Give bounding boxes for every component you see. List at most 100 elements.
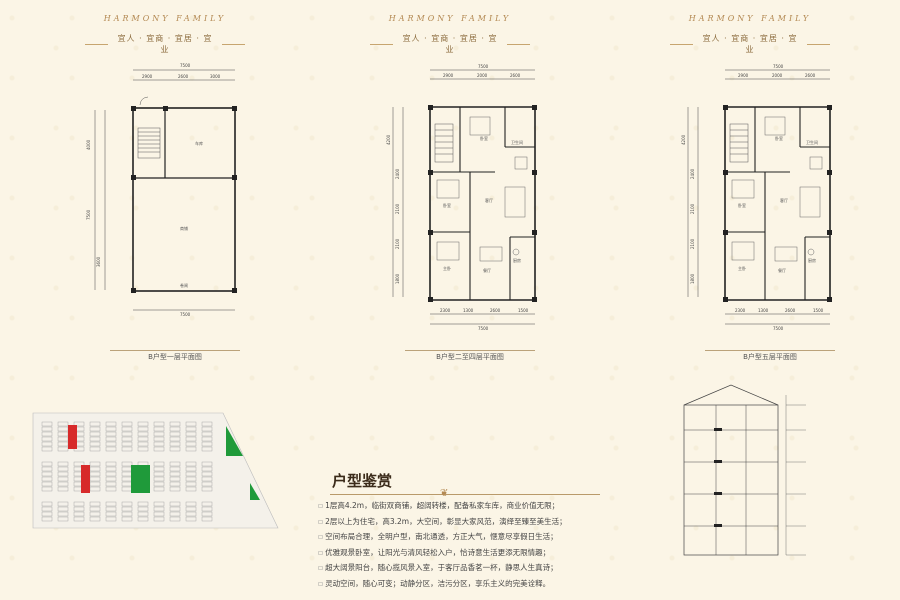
parking-slot bbox=[105, 481, 117, 487]
parking-slot bbox=[121, 421, 133, 427]
parking-slot bbox=[105, 511, 117, 517]
dim-bottom-total: 7500 bbox=[180, 312, 191, 317]
caption-fifth-floor: B户型五层平面图 bbox=[743, 353, 797, 361]
dim-bottom-seg: 1500 bbox=[813, 308, 824, 313]
feature-item: 2层以上为住宅，高3.2m，大空间，彰显大家风范，演绎至臻至美生活； bbox=[318, 514, 618, 530]
parking-slot bbox=[41, 461, 53, 467]
parking-slot bbox=[121, 446, 133, 452]
ornament-icon: ❦ bbox=[440, 488, 449, 499]
parking-slot bbox=[57, 421, 69, 427]
building-section bbox=[676, 380, 826, 565]
parking-slot bbox=[41, 486, 53, 492]
dim-left: 1800 bbox=[690, 273, 695, 284]
room-label: 餐厅 bbox=[778, 267, 786, 273]
parking-slot bbox=[41, 511, 53, 517]
feature-item: 优雅观景卧室，让阳光与清风轻松入户，恰诗意生活更添无限情趣； bbox=[318, 545, 618, 561]
parking-slot bbox=[185, 516, 197, 522]
parking-slot bbox=[201, 486, 213, 492]
feature-item: 超大阔景阳台，随心揽风景入室，于客厅品香茗一杯，静思人生真诗； bbox=[318, 560, 618, 576]
parking-slot bbox=[153, 516, 165, 522]
dim-top-seg: 2600 bbox=[510, 73, 521, 78]
parking-slot bbox=[57, 516, 69, 522]
parking-slot bbox=[121, 511, 133, 517]
parking-slot bbox=[185, 446, 197, 452]
dim-left: 4200 bbox=[681, 134, 686, 145]
parking-slot bbox=[169, 471, 181, 477]
parking-slot bbox=[153, 426, 165, 432]
parking-slot bbox=[201, 501, 213, 507]
parking-slot bbox=[41, 441, 53, 447]
parking-slot bbox=[137, 506, 149, 512]
parking-slot bbox=[169, 481, 181, 487]
dim-left: 2400 bbox=[690, 168, 695, 179]
parking-slot bbox=[57, 476, 69, 482]
parking-slot bbox=[41, 431, 53, 437]
site-highlight-green bbox=[131, 465, 150, 493]
parking-slot bbox=[137, 516, 149, 522]
parking-slot bbox=[105, 476, 117, 482]
parking-slot bbox=[185, 476, 197, 482]
parking-slot bbox=[153, 471, 165, 477]
parking-slot bbox=[41, 466, 53, 472]
dim-top-total: 7500 bbox=[773, 64, 784, 69]
parking-slot bbox=[57, 471, 69, 477]
parking-slot bbox=[201, 506, 213, 512]
parking-slot bbox=[41, 436, 53, 442]
parking-slot bbox=[137, 501, 149, 507]
dim-bottom-seg: 2600 bbox=[490, 308, 501, 313]
parking-slot bbox=[201, 441, 213, 447]
parking-slot bbox=[89, 446, 101, 452]
parking-slot bbox=[201, 466, 213, 472]
dim-left: 2400 bbox=[395, 168, 400, 179]
dim-left: 2100 bbox=[395, 238, 400, 249]
parking-slot bbox=[121, 436, 133, 442]
parking-slot bbox=[105, 471, 117, 477]
parking-slot bbox=[41, 421, 53, 427]
parking-slot bbox=[105, 421, 117, 427]
dim-left: 1800 bbox=[395, 273, 400, 284]
title-divider bbox=[330, 494, 600, 495]
parking-slot bbox=[105, 486, 117, 492]
parking-slot bbox=[185, 441, 197, 447]
parking-slot bbox=[137, 431, 149, 437]
dim-top-seg: 2000 bbox=[477, 73, 488, 78]
parking-slot bbox=[105, 501, 117, 507]
parking-slot bbox=[57, 506, 69, 512]
parking-slot bbox=[185, 501, 197, 507]
feature-list: 1层高4.2m，临街双商铺，超阔转楼，配备私家车库，商业价值无限； 2层以上为住… bbox=[318, 498, 618, 591]
dim-left: 2100 bbox=[690, 238, 695, 249]
header-tagline: 宜人 · 宜商 · 宜居 · 宜业 bbox=[370, 33, 531, 55]
parking-slot bbox=[57, 481, 69, 487]
parking-slot bbox=[153, 511, 165, 517]
parking-slot bbox=[105, 516, 117, 522]
parking-slot bbox=[153, 446, 165, 452]
parking-slot bbox=[169, 476, 181, 482]
dim-top-seg: 2900 bbox=[142, 74, 153, 79]
header-script: HARMONY FAMILY bbox=[688, 14, 812, 23]
parking-slot bbox=[169, 506, 181, 512]
header-right: HARMONY FAMILY 宜人 · 宜商 · 宜居 · 宜业 bbox=[670, 14, 831, 55]
parking-slot bbox=[137, 426, 149, 432]
parking-slot bbox=[169, 431, 181, 437]
parking-slot bbox=[41, 471, 53, 477]
parking-slot bbox=[105, 506, 117, 512]
site-map bbox=[28, 408, 283, 533]
parking-slot bbox=[169, 421, 181, 427]
parking-slot bbox=[121, 426, 133, 432]
dim-bottom-seg: 1300 bbox=[463, 308, 474, 313]
feature-item: 灵动空间，随心可变；动静分区，洁污分区，享乐主义的完美诠释。 bbox=[318, 576, 618, 592]
parking-slot bbox=[57, 511, 69, 517]
header-script: HARMONY FAMILY bbox=[388, 14, 512, 23]
feature-item: 1层高4.2m，临街双商铺，超阔转楼，配备私家车库，商业价值无限； bbox=[318, 498, 618, 514]
room-label: 主卧 bbox=[738, 265, 746, 271]
parking-slot bbox=[169, 461, 181, 467]
dim-bottom-seg: 2300 bbox=[440, 308, 451, 313]
parking-slot bbox=[121, 516, 133, 522]
parking-slot bbox=[57, 486, 69, 492]
parking-slot bbox=[89, 441, 101, 447]
parking-slot bbox=[57, 466, 69, 472]
parking-slot bbox=[121, 431, 133, 437]
parking-slot bbox=[89, 426, 101, 432]
parking-slot bbox=[201, 511, 213, 517]
upper-floor-plan-5: 7500 2900 2000 2600 4200 2400 2100 2100 … bbox=[680, 62, 855, 332]
